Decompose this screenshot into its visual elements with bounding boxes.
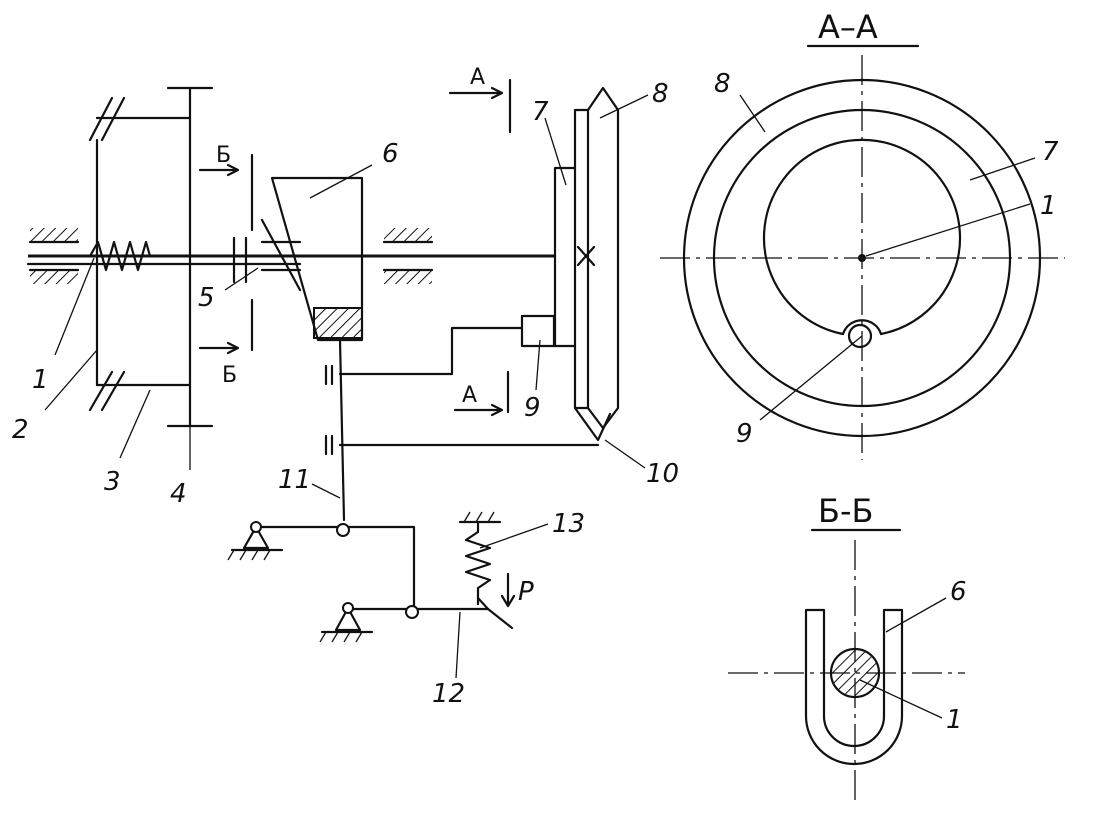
bb-label-6: 6 bbox=[950, 577, 967, 607]
bb-label-1: 1 bbox=[946, 705, 963, 735]
label-13: 13 bbox=[552, 509, 585, 539]
section-b-cut bbox=[198, 153, 254, 355]
marker-a-top: А bbox=[470, 65, 485, 90]
label-9: 9 bbox=[524, 393, 541, 423]
section-bb-title: Б-Б bbox=[818, 492, 873, 530]
section-aa-title: А–А bbox=[818, 8, 878, 46]
marker-b-top: Б bbox=[216, 143, 231, 168]
right-bearing bbox=[382, 228, 434, 284]
marker-b-bottom: Б bbox=[222, 363, 237, 388]
clutch-5 bbox=[232, 236, 302, 284]
disc-7 bbox=[553, 166, 577, 348]
label-7: 7 bbox=[532, 97, 549, 127]
section-aa: А–А 8 7 1 9 bbox=[660, 8, 1065, 460]
section-bb: Б-Б 6 1 bbox=[728, 492, 967, 805]
leader-lines bbox=[44, 94, 649, 679]
aa-label-9: 9 bbox=[736, 419, 753, 449]
fork-6 bbox=[260, 176, 364, 342]
rod-11 bbox=[324, 338, 346, 522]
roller-9 bbox=[520, 314, 556, 348]
section-a-cut bbox=[448, 78, 512, 417]
shaft-1 bbox=[26, 254, 555, 266]
force-label: P bbox=[518, 577, 534, 607]
aa-label-1: 1 bbox=[1040, 191, 1057, 221]
label-10: 10 bbox=[646, 459, 679, 489]
label-4: 4 bbox=[170, 479, 187, 509]
housing-frame bbox=[88, 86, 214, 428]
label-5: 5 bbox=[198, 283, 215, 313]
label-12: 12 bbox=[432, 679, 465, 709]
label-8: 8 bbox=[652, 79, 669, 109]
aa-label-8: 8 bbox=[714, 69, 731, 99]
left-bearing bbox=[28, 228, 80, 284]
cam-8 bbox=[573, 86, 620, 430]
label-2: 2 bbox=[12, 415, 29, 445]
shaft-spring bbox=[88, 240, 152, 272]
label-6: 6 bbox=[382, 139, 399, 169]
aa-label-7: 7 bbox=[1042, 137, 1059, 167]
label-1: 1 bbox=[32, 365, 49, 395]
force-arrow bbox=[500, 572, 516, 608]
spring-13 bbox=[458, 511, 502, 606]
label-11: 11 bbox=[278, 465, 311, 495]
label-3: 3 bbox=[104, 467, 121, 497]
main-scheme: 1 2 3 4 5 6 7 8 9 10 11 12 13 P А А Б Б bbox=[12, 65, 679, 709]
marker-a-bottom: А bbox=[462, 383, 477, 408]
lever-12 bbox=[227, 521, 514, 643]
